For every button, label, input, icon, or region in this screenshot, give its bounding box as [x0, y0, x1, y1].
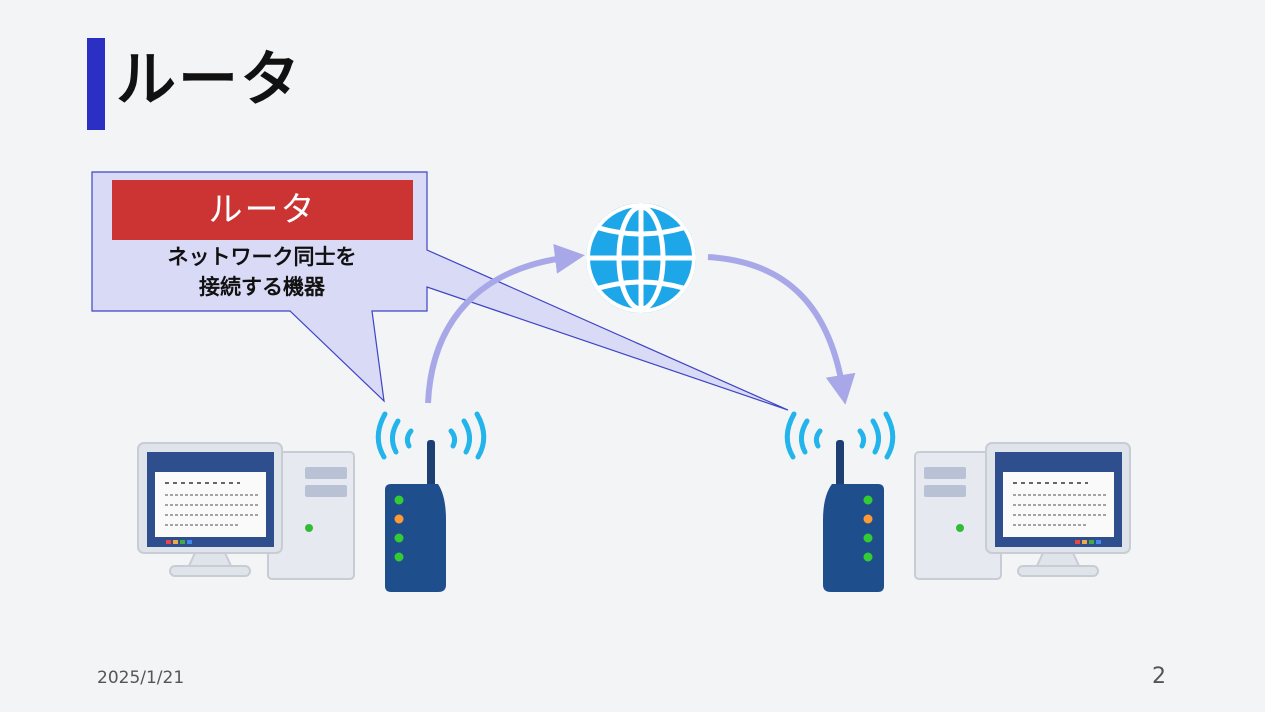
computer-icon: [914, 442, 1131, 580]
arrow-icon: [707, 254, 856, 405]
callout-label: ルータ: [112, 180, 413, 240]
wifi-signal-icon: [375, 411, 487, 460]
computer-icon: [137, 442, 355, 580]
callout-description-line1: ネットワーク同士を: [167, 245, 357, 269]
title-accent-bar: [87, 38, 105, 130]
page-title: ルータ: [116, 45, 302, 115]
globe-icon: [586, 203, 696, 313]
router-icon: [823, 440, 884, 592]
slide-date: 2025/1/21: [97, 668, 185, 688]
callout-description-line2: 接続する機器: [199, 275, 325, 299]
router-icon: [385, 440, 446, 592]
page-number: 2: [1152, 664, 1166, 689]
arrow-icon: [425, 243, 585, 404]
wifi-signal-icon: [784, 411, 896, 460]
